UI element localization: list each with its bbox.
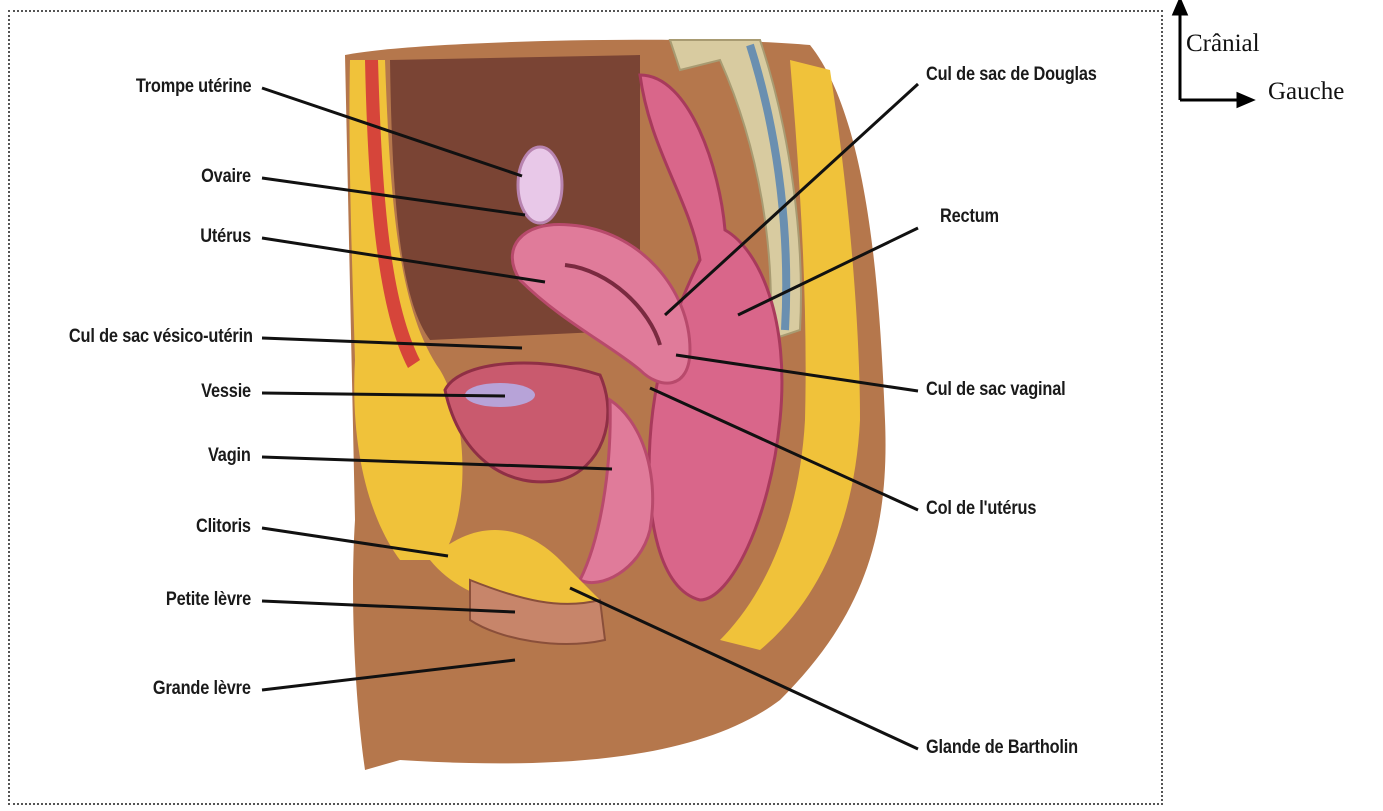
label-clitoris: Clitoris	[196, 516, 251, 538]
label-trompe-uterine: Trompe utérine	[135, 76, 251, 98]
ovary	[518, 147, 562, 223]
label-rectum: Rectum	[940, 206, 999, 228]
label-cul-de-sac-vaginal: Cul de sac vaginal	[926, 379, 1065, 401]
label-vagin: Vagin	[208, 445, 251, 467]
label-uterus: Utérus	[200, 226, 251, 248]
label-glande-de-bartholin: Glande de Bartholin	[926, 737, 1078, 759]
label-petite-levre: Petite lèvre	[166, 589, 251, 611]
label-vessie: Vessie	[201, 381, 251, 403]
orientation-gauche-label: Gauche	[1268, 78, 1344, 106]
label-ovaire: Ovaire	[201, 166, 251, 188]
orientation-cranial-label: Crânial	[1186, 30, 1260, 58]
label-cul-de-sac-de-douglas: Cul de sac de Douglas	[926, 64, 1097, 86]
label-cul-de-sac-vesico-uterin: Cul de sac vésico-utérin	[69, 326, 253, 348]
label-grande-levre: Grande lèvre	[153, 678, 251, 700]
label-col-de-luterus: Col de l'utérus	[926, 498, 1036, 520]
